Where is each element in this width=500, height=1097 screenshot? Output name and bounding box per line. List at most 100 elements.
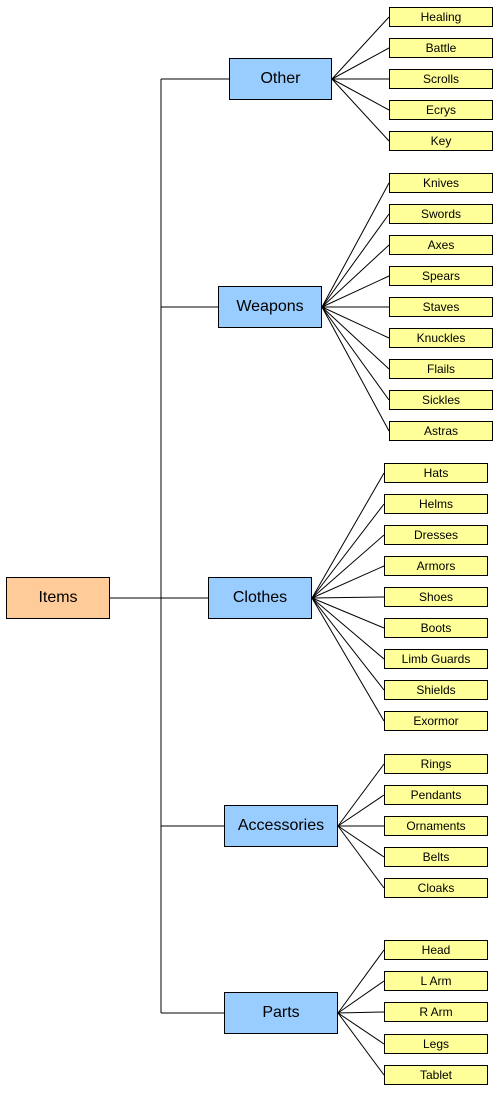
leaf-label: Rings <box>420 757 452 771</box>
leaf-node: Knuckles <box>389 328 493 348</box>
category-node-parts: Parts <box>224 992 338 1034</box>
leaf-label: Head <box>421 943 451 957</box>
leaf-node: L Arm <box>384 971 488 991</box>
leaf-node: Knives <box>389 173 493 193</box>
leaf-connector <box>331 16 390 80</box>
leaf-connector <box>337 794 385 827</box>
category-label: Weapons <box>236 298 304 315</box>
leaf-node: Astras <box>389 421 493 441</box>
leaf-label: Astras <box>423 424 458 438</box>
leaf-label: R Arm <box>419 1005 453 1019</box>
leaf-connector <box>337 825 385 889</box>
leaf-label: Limb Guards <box>401 652 471 666</box>
leaf-label: Key <box>430 134 452 148</box>
leaf-node: Hats <box>384 463 488 483</box>
leaf-connector <box>311 597 385 691</box>
leaf-node: Legs <box>384 1034 488 1054</box>
root-label: Items <box>38 589 78 606</box>
leaf-label: L Arm <box>420 974 452 988</box>
leaf-label: Tablet <box>419 1068 453 1082</box>
leaf-connector <box>311 596 385 599</box>
leaf-connector <box>321 306 390 401</box>
category-node-weapons: Weapons <box>218 286 322 328</box>
leaf-node: Flails <box>389 359 493 379</box>
leaf-node: Pendants <box>384 785 488 805</box>
leaf-label: Knives <box>422 176 460 190</box>
category-node-accessories: Accessories <box>224 805 338 847</box>
leaf-label: Ornaments <box>406 819 466 833</box>
leaf-connector <box>311 597 385 660</box>
leaf-node: Head <box>384 940 488 960</box>
leaf-node: Exormor <box>384 711 488 731</box>
category-label: Clothes <box>232 589 288 606</box>
leaf-connector <box>311 597 385 722</box>
leaf-connector <box>321 306 390 432</box>
leaf-node: Axes <box>389 235 493 255</box>
leaf-node: Key <box>389 131 493 151</box>
leaf-connector <box>311 597 385 629</box>
leaf-label: Cloaks <box>417 881 455 895</box>
leaf-label: Legs <box>422 1037 450 1051</box>
leaf-node: R Arm <box>384 1002 488 1022</box>
leaf-node: Sickles <box>389 390 493 410</box>
leaf-node: Rings <box>384 754 488 774</box>
leaf-label: Spears <box>421 269 461 283</box>
leaf-label: Flails <box>426 362 455 376</box>
leaf-label: Exormor <box>413 714 459 728</box>
leaf-connector <box>337 1012 385 1076</box>
leaf-label: Belts <box>422 850 450 864</box>
leaf-connector <box>321 213 390 308</box>
leaf-connector <box>321 275 390 308</box>
leaf-node: Scrolls <box>389 69 493 89</box>
leaf-node: Shields <box>384 680 488 700</box>
category-label: Parts <box>262 1004 300 1021</box>
leaf-label: Scrolls <box>422 72 459 86</box>
leaf-label: Axes <box>427 238 455 252</box>
leaf-node: Cloaks <box>384 878 488 898</box>
leaf-connector <box>321 306 390 370</box>
leaf-connector <box>337 825 385 858</box>
leaf-node: Armors <box>384 556 488 576</box>
category-label: Other <box>260 70 301 87</box>
leaf-node: Ornaments <box>384 816 488 836</box>
leaf-label: Hats <box>423 466 449 480</box>
category-label: Accessories <box>237 817 325 834</box>
leaf-label: Shoes <box>418 590 454 604</box>
leaf-label: Shields <box>416 683 456 697</box>
leaf-label: Dresses <box>413 528 458 542</box>
leaf-label: Pendants <box>410 788 462 802</box>
leaf-node: Boots <box>384 618 488 638</box>
leaf-node: Dresses <box>384 525 488 545</box>
leaf-connector <box>311 503 385 599</box>
leaf-connector <box>311 565 385 599</box>
leaf-label: Battle <box>425 41 457 55</box>
category-node-clothes: Clothes <box>208 577 312 619</box>
leaf-node: Tablet <box>384 1065 488 1085</box>
leaf-node: Ecrys <box>389 100 493 120</box>
leaf-node: Staves <box>389 297 493 317</box>
leaf-node: Limb Guards <box>384 649 488 669</box>
category-node-other: Other <box>229 58 332 100</box>
leaf-connector <box>337 1012 385 1045</box>
leaf-label: Armors <box>416 559 456 573</box>
leaf-connector <box>337 980 385 1014</box>
leaf-label: Boots <box>420 621 452 635</box>
leaf-label: Knuckles <box>416 331 466 345</box>
leaf-label: Sickles <box>421 393 460 407</box>
leaf-label: Swords <box>420 207 461 221</box>
leaf-connector <box>311 534 385 599</box>
leaf-connector <box>321 182 390 308</box>
leaf-node: Healing <box>389 7 493 27</box>
leaf-connector <box>331 47 390 80</box>
leaf-node: Swords <box>389 204 493 224</box>
leaf-connector <box>337 763 385 827</box>
root-node-items: Items <box>6 577 110 619</box>
leaf-node: Spears <box>389 266 493 286</box>
leaf-node: Battle <box>389 38 493 58</box>
leaf-connector <box>337 949 385 1014</box>
leaf-connector <box>311 472 385 599</box>
leaf-connector <box>337 1011 385 1014</box>
leaf-label: Staves <box>422 300 460 314</box>
